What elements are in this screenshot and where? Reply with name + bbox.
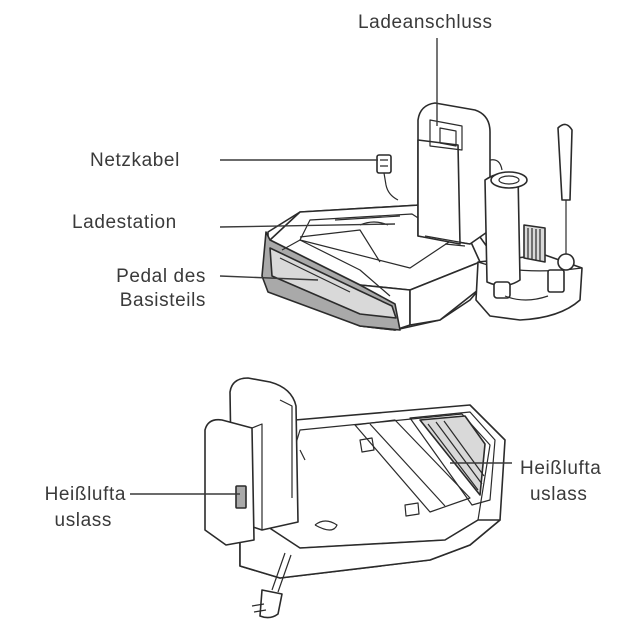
label-pedal-line2: Basisteils: [119, 290, 206, 311]
label-heissluft-left-line2: uslass: [54, 510, 112, 531]
label-pedal-line1: Pedal des: [116, 266, 206, 287]
callout-line-pedal: [219, 275, 319, 281]
label-ladestation: Ladestation: [72, 212, 177, 233]
callout-line-ladestation: [219, 223, 396, 228]
label-heissluft-right-line2: uslass: [530, 484, 588, 505]
station-rear-view: [204, 377, 506, 619]
callout-lines: [130, 38, 512, 495]
label-heissluft-left-line1: Heißlufta: [44, 484, 126, 505]
base-pedal: [261, 231, 401, 331]
power-cord-plug: [376, 154, 399, 201]
label-ladeanschluss: Ladeanschluss: [358, 12, 493, 33]
label-netzkabel: Netzkabel: [90, 150, 180, 171]
charging-tower: [417, 102, 503, 245]
label-heissluft-right-line1: Heißlufta: [520, 458, 602, 479]
accessory-dock: [475, 123, 583, 321]
